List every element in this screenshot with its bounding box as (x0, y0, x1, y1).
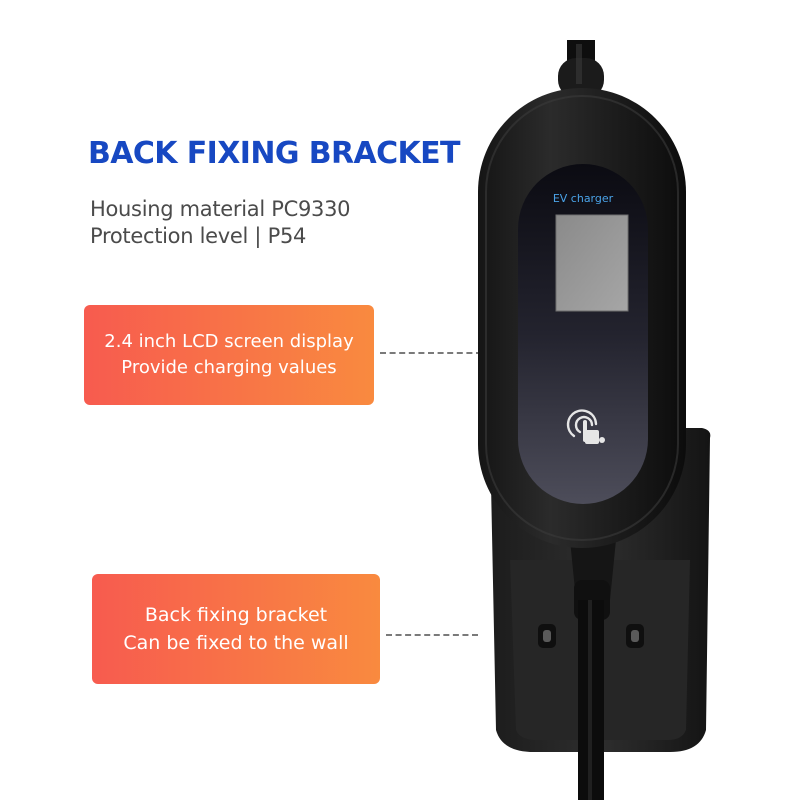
bracket-callout: Back fixing bracket Can be fixed to the … (92, 574, 380, 684)
screw-hole-left (538, 624, 556, 648)
screen-label: EV charger (553, 192, 614, 205)
spec-housing-material: Housing material PC9330 (90, 197, 351, 221)
bracket-leader-line (386, 634, 478, 636)
lcd-callout-line1: 2.4 inch LCD screen display (104, 331, 354, 352)
page-title: BACK FIXING BRACKET (88, 136, 461, 171)
lcd-callout-line2: Provide charging values (121, 357, 337, 378)
bracket-callout-line1: Back fixing bracket (144, 604, 328, 626)
touch-icon (566, 409, 605, 444)
screw-hole-right (626, 624, 644, 648)
lcd-leader-line (380, 352, 482, 354)
lcd-screen (555, 214, 629, 312)
spec-protection-level: Protection level | P54 (90, 224, 307, 248)
front-panel: EV charger (518, 164, 648, 504)
bracket-callout-line2: Can be fixed to the wall (123, 632, 349, 654)
spec-list: Housing material PC9330 Protection level… (90, 196, 351, 250)
ev-charger-product-image: EV charger (478, 40, 711, 800)
cable-top (558, 40, 604, 98)
lcd-callout: 2.4 inch LCD screen display Provide char… (84, 305, 374, 405)
